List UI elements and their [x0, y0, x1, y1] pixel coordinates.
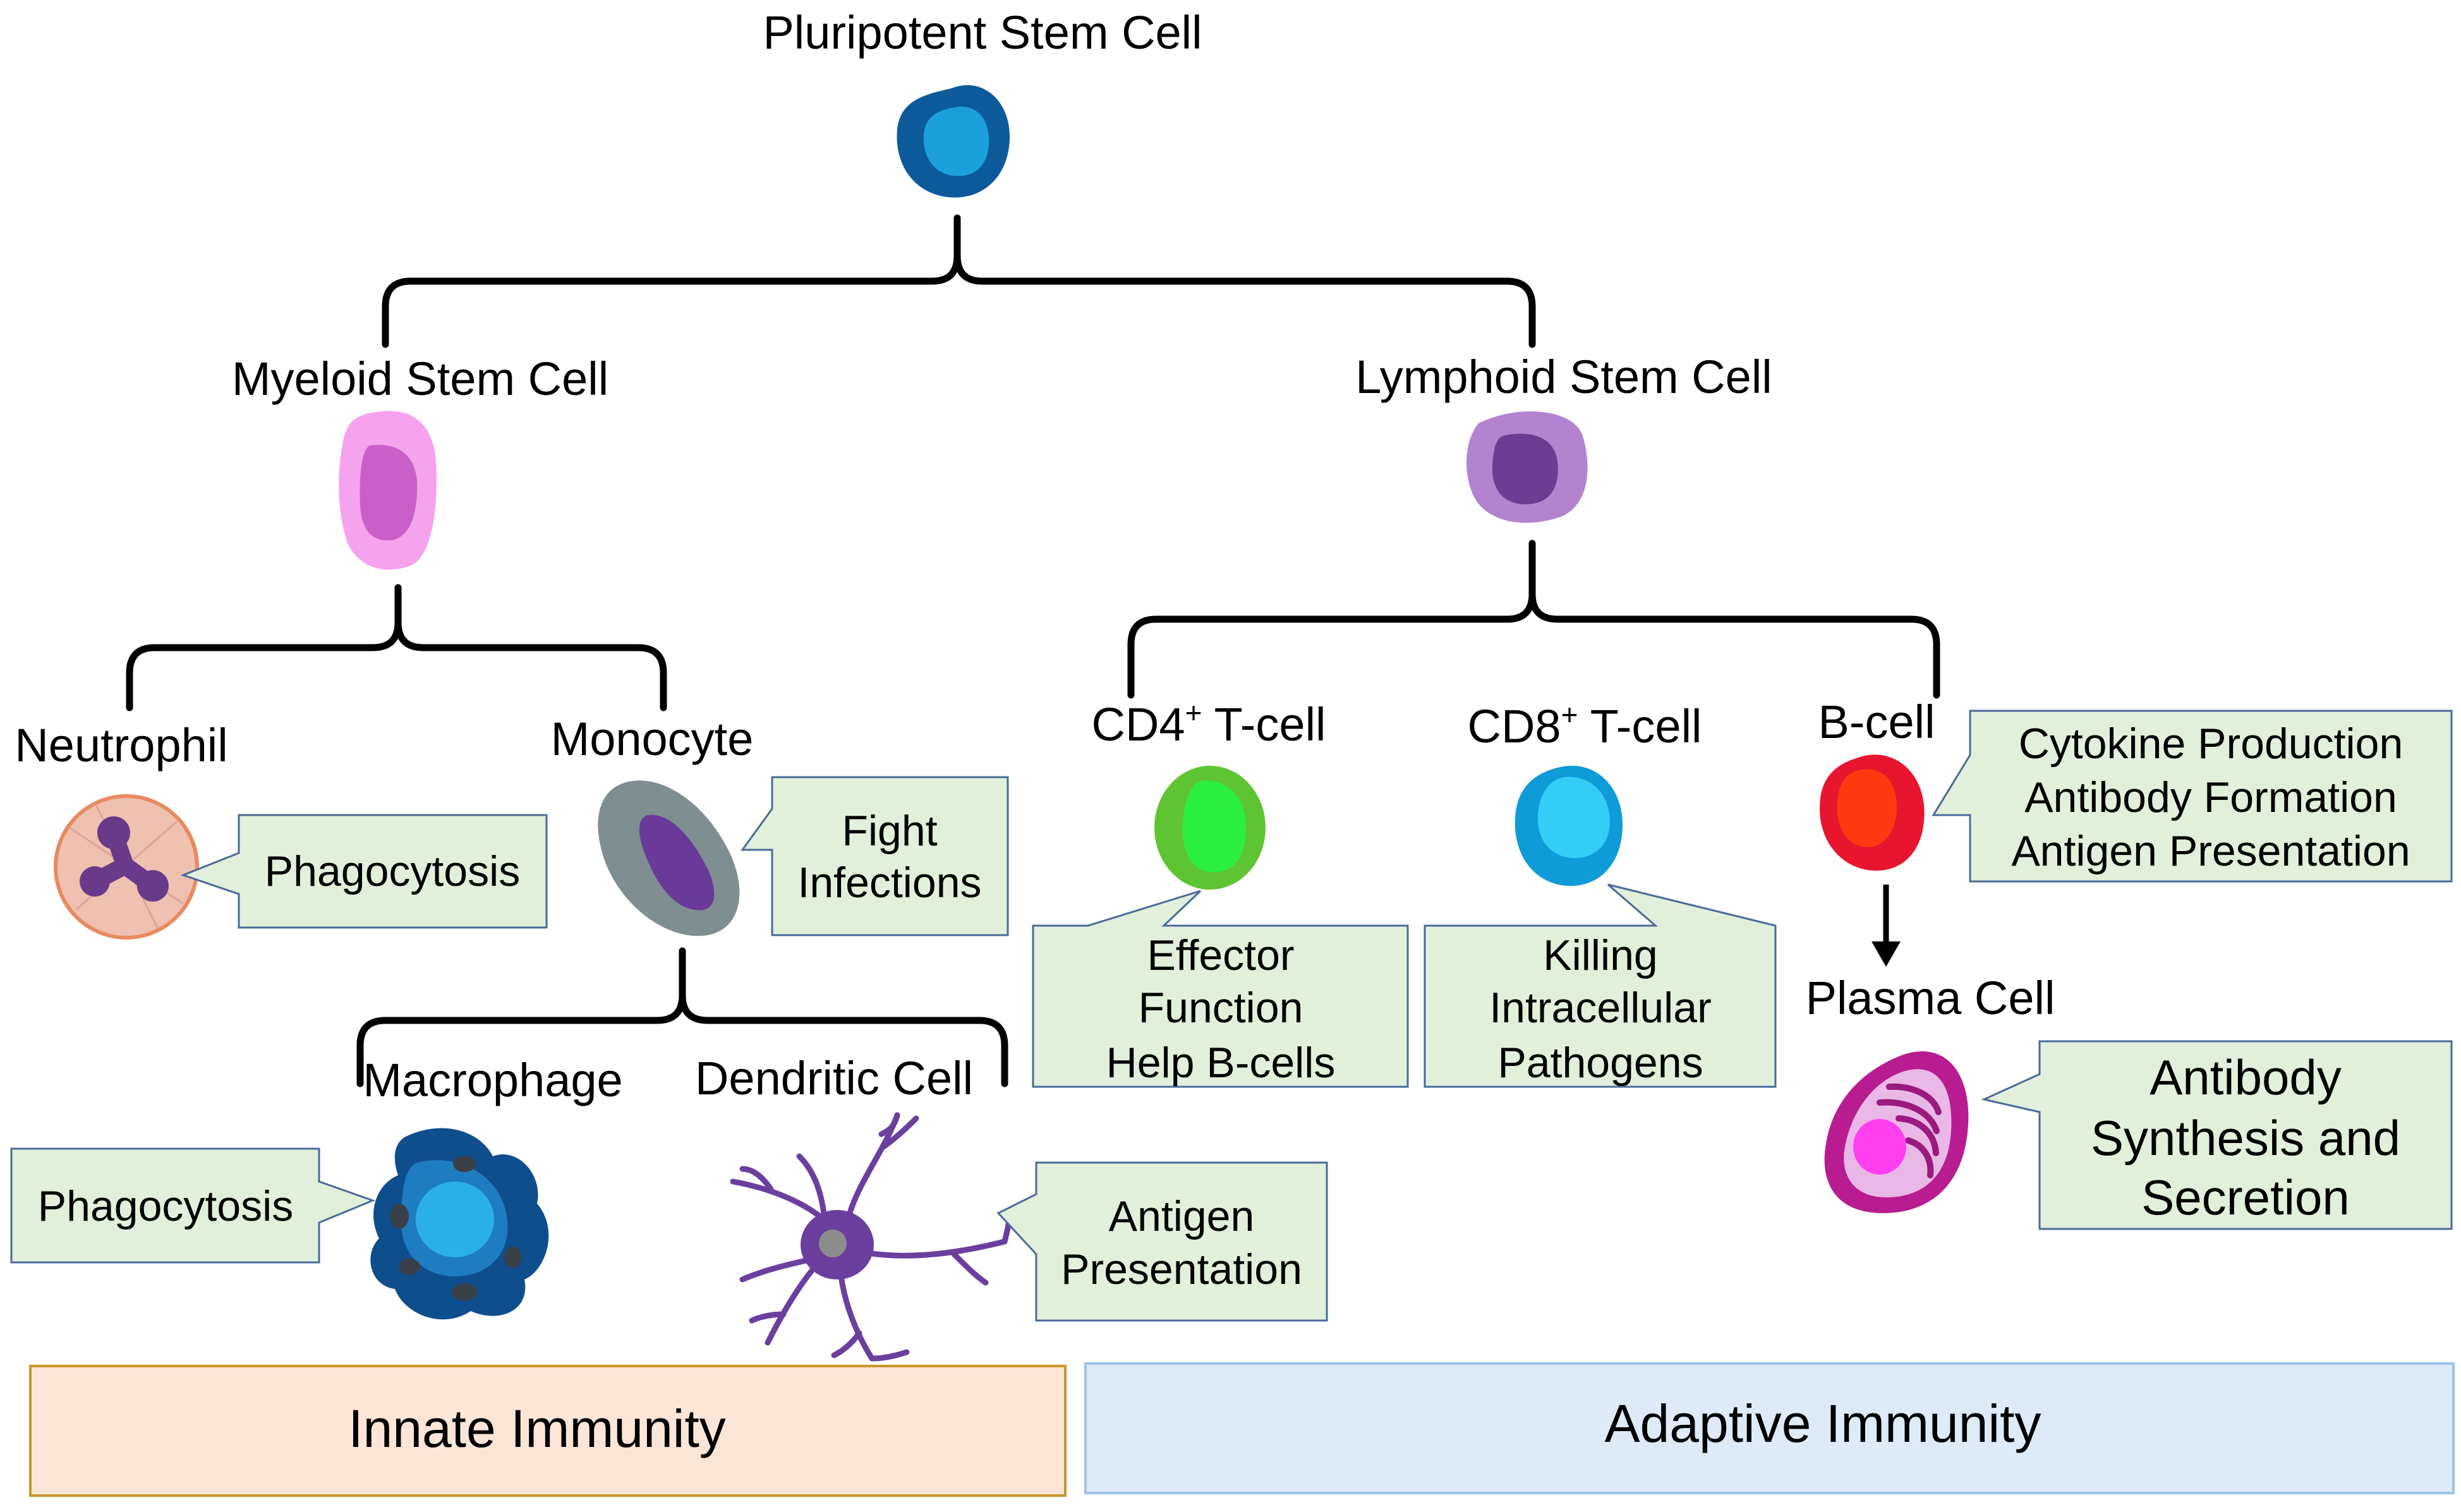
callout-plasma-antibody-synthesis: Antibody Synthesis and Secretion [1981, 1040, 2453, 1230]
callout-cd8-line-1: Killing [1543, 931, 1657, 979]
label-cd8-t-cell: CD8+ T-cell [1468, 698, 1702, 753]
callout-plasma-line-1: Antibody [2150, 1049, 2342, 1105]
pluripotent-stem-cell-illustration [897, 85, 1010, 198]
callout-bcell-line-2: Antibody Formation [2024, 773, 2397, 821]
b-cell-illustration [1820, 754, 1925, 871]
callout-neutrophil-phagocytosis: Phagocytosis [180, 814, 548, 929]
label-neutrophil: Neutrophil [15, 719, 227, 771]
callout-cd4-line-3: Help B-cells [1106, 1039, 1336, 1087]
bracket-monocyte-split [356, 947, 1008, 1087]
label-macrophage: Macrophage [363, 1054, 622, 1106]
callout-monocyte-line-2: Infections [797, 859, 981, 907]
cd8-t-cell-illustration [1515, 765, 1623, 886]
callout-macrophage-line-1: Phagocytosis [38, 1182, 293, 1230]
label-cd4-t-cell: CD4+ T-cell [1092, 696, 1326, 751]
label-lymphoid-stem-cell: Lymphoid Stem Cell [1355, 351, 1772, 403]
innate-immunity-label: Innate Immunity [348, 1399, 726, 1458]
lymphoid-stem-cell-illustration [1466, 411, 1588, 523]
callout-cd4-line-2: Function [1139, 984, 1303, 1032]
callout-cd4-effector-function: Effector Function Help B-cells [1032, 890, 1409, 1088]
callout-cd8-line-3: Pathogens [1497, 1039, 1703, 1087]
label-plasma-cell: Plasma Cell [1806, 972, 2055, 1024]
cd8-superscript: + [1561, 698, 1578, 731]
cd4-rest: T-cell [1202, 698, 1326, 751]
label-pluripotent-stem-cell: Pluripotent Stem Cell [763, 6, 1202, 59]
callout-plasma-line-2: Synthesis and [2091, 1110, 2400, 1166]
callout-dendritic-antigen-presentation: Antigen Presentation [996, 1161, 1328, 1322]
plasma-cell-illustration [1824, 1051, 1969, 1213]
macrophage-illustration [370, 1128, 549, 1320]
bracket-myeloid-split [126, 584, 667, 711]
callout-monocyte-line-1: Fight [842, 807, 937, 855]
innate-immunity-bar: Innate Immunity [29, 1365, 1067, 1497]
neutrophil-illustration [54, 794, 199, 940]
callout-bcell-line-3: Antigen Presentation [2011, 827, 2410, 875]
label-monocyte: Monocyte [551, 713, 754, 765]
callout-monocyte-fight-infections: Fight Infections [741, 776, 1009, 936]
cd8-main: CD8 [1468, 700, 1561, 753]
callout-cd4-line-1: Effector [1147, 931, 1294, 979]
callout-dendritic-line-2: Presentation [1061, 1245, 1302, 1293]
bracket-lymphoid-split [1127, 540, 1940, 699]
label-dendritic-cell: Dendritic Cell [695, 1052, 973, 1104]
cd4-main: CD4 [1092, 698, 1185, 751]
label-b-cell: B-cell [1818, 696, 1935, 748]
callout-neutrophil-line-1: Phagocytosis [265, 847, 520, 895]
adaptive-immunity-label: Adaptive Immunity [1605, 1394, 2041, 1453]
cd4-superscript: + [1185, 696, 1202, 729]
callout-b-cell-functions: Cytokine Production Antibody Formation A… [1932, 710, 2453, 883]
adaptive-immunity-bar: Adaptive Immunity [1084, 1362, 2455, 1494]
callout-macrophage-phagocytosis: Phagocytosis [10, 1147, 376, 1264]
callout-cd8-line-2: Intracellular [1489, 984, 1712, 1032]
callout-cd8-killing-pathogens: Killing Intracellular Pathogens [1424, 883, 1777, 1088]
callout-bcell-line-1: Cytokine Production [2019, 720, 2404, 768]
callout-plasma-line-3: Secretion [2141, 1170, 2350, 1225]
arrow-bcell-to-plasma [1871, 885, 1901, 967]
label-myeloid-stem-cell: Myeloid Stem Cell [232, 353, 608, 405]
bracket-pluripotent-split [382, 214, 1536, 348]
cd8-rest: T-cell [1578, 700, 1702, 753]
callout-dendritic-line-1: Antigen [1109, 1192, 1255, 1240]
monocyte-illustration [598, 780, 740, 936]
dendritic-cell-illustration [730, 1112, 1014, 1362]
cd4-t-cell-illustration [1154, 766, 1266, 890]
myeloid-stem-cell-illustration [339, 411, 437, 570]
